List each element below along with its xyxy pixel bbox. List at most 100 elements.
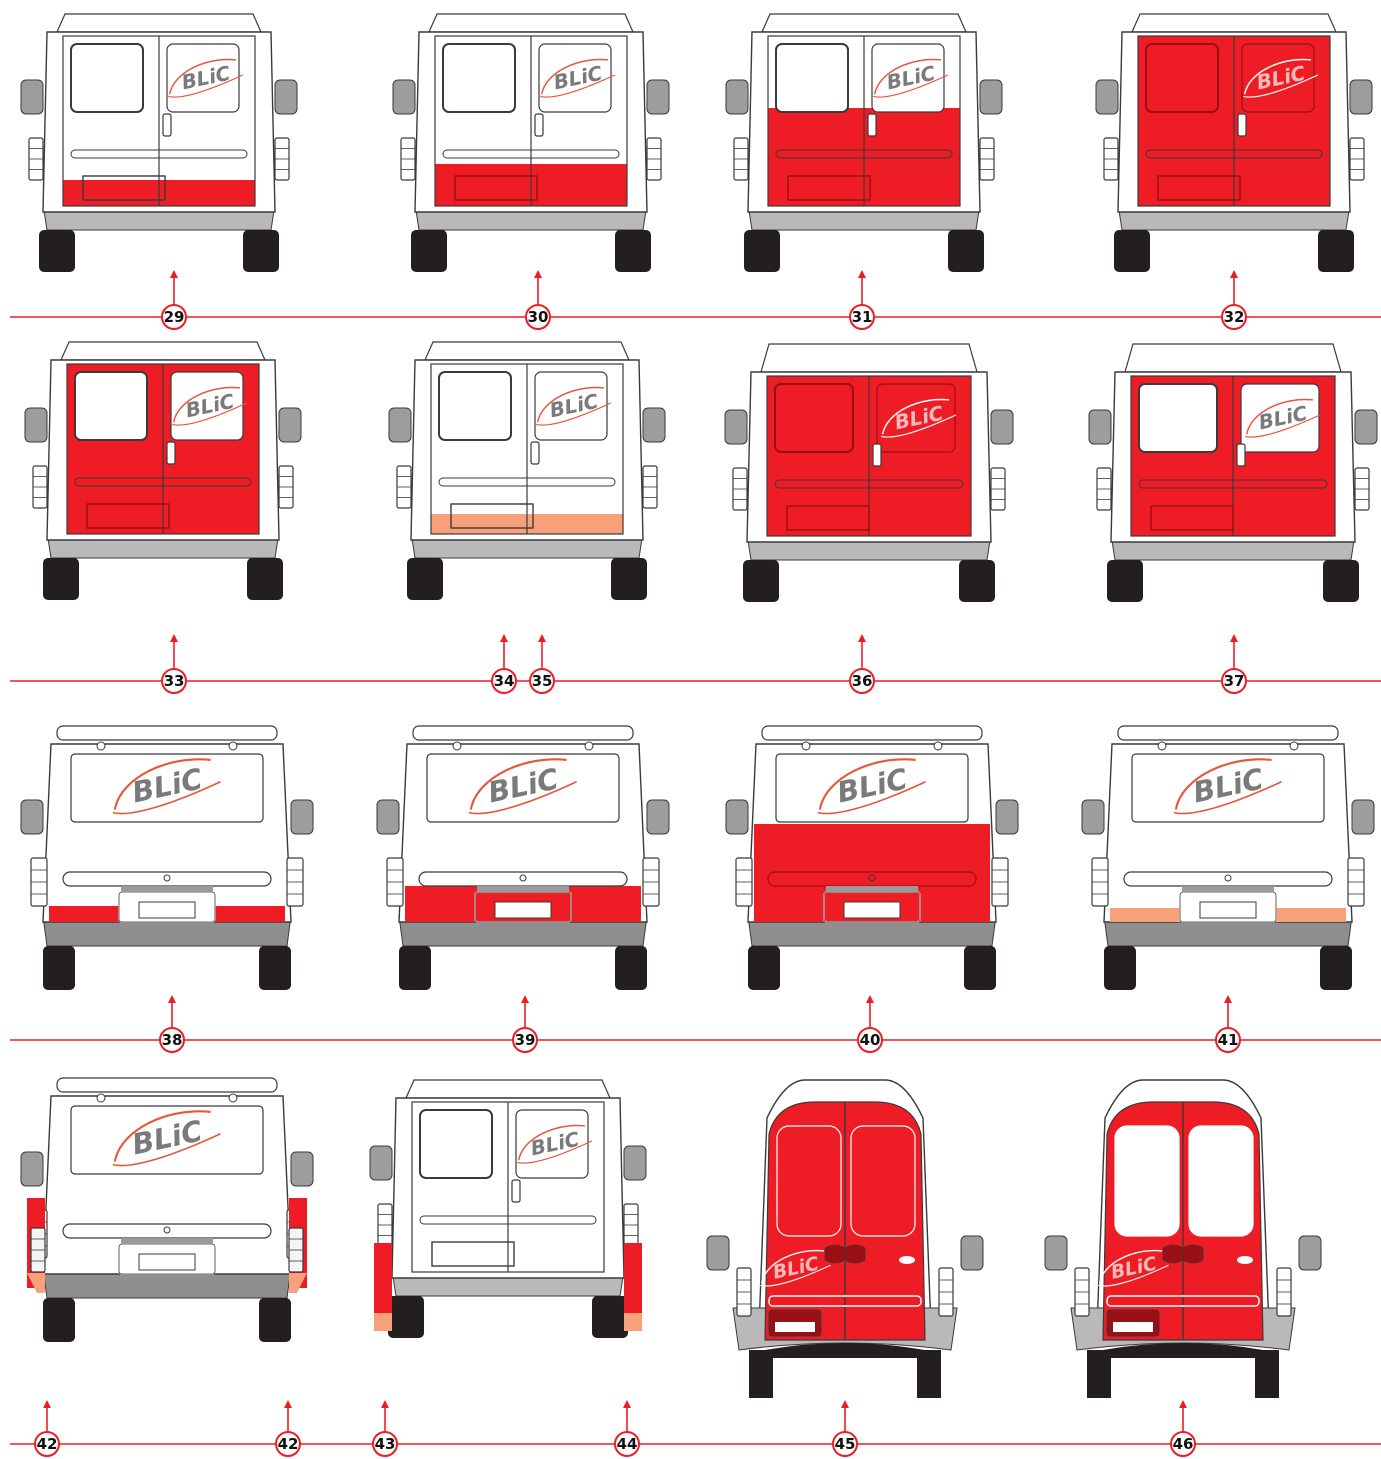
van-row-3: BLiCBLiCBLiCBLiC38394041 xyxy=(10,726,1381,1052)
keyhole-icon xyxy=(1237,1256,1253,1264)
mirror-right xyxy=(291,800,313,834)
callout-number: 44 xyxy=(617,1435,638,1453)
door-handle xyxy=(873,444,881,466)
callout-marker: 42 xyxy=(35,1400,59,1456)
callout-marker: 35 xyxy=(530,634,554,693)
mirror-right xyxy=(996,800,1018,834)
window-left xyxy=(420,1110,492,1178)
roof-light-left xyxy=(97,742,105,750)
van-row-1: BLiCBLiCBLiCBLiC29303132 xyxy=(10,14,1381,329)
van-liftgate-salmon-bottom: BLiC xyxy=(1082,726,1374,990)
arrow-head xyxy=(1230,634,1238,642)
callout-number: 43 xyxy=(375,1435,396,1453)
rear-wheel-right xyxy=(259,946,291,990)
mirror-left xyxy=(25,408,47,442)
arrow-head xyxy=(170,270,178,278)
callout-number: 35 xyxy=(532,672,553,690)
salmon-corner-left xyxy=(374,1313,392,1331)
mirror-right xyxy=(647,800,669,834)
mirror-left xyxy=(21,1152,43,1186)
van-barn-short-side-pillars: BLiC xyxy=(370,1080,646,1338)
callout-number: 45 xyxy=(835,1435,856,1453)
van-liftgate-side-pillars: BLiC xyxy=(21,1078,313,1342)
callout-marker: 33 xyxy=(162,634,186,693)
van-liftgate-bottom-strip: BLiC xyxy=(21,726,313,990)
callout-marker: 44 xyxy=(615,1400,639,1456)
rear-wheel-right xyxy=(964,946,996,990)
mirror-right xyxy=(1350,80,1372,114)
rear-wheel-left xyxy=(1104,946,1136,990)
van-tall-doors-windows-cut: BLiC xyxy=(1045,1080,1321,1398)
mirror-right xyxy=(1352,800,1374,834)
roof xyxy=(57,1078,277,1092)
callout-number: 31 xyxy=(852,308,873,326)
door-handle xyxy=(167,442,175,464)
callout-number: 39 xyxy=(515,1031,536,1049)
window-left xyxy=(1115,1126,1179,1236)
roof xyxy=(1125,344,1341,372)
callout-marker: 30 xyxy=(526,270,550,329)
callout-number: 30 xyxy=(528,308,549,326)
roof xyxy=(1118,726,1338,740)
mirror-left xyxy=(1096,80,1118,114)
rear-wheel-right xyxy=(615,230,651,272)
license-plate xyxy=(775,1322,815,1332)
window-left xyxy=(1139,384,1217,452)
van-barn-short-salmon-bottom: BLiC xyxy=(389,342,665,600)
arrow-head xyxy=(170,634,178,642)
callout-number: 36 xyxy=(852,672,873,690)
mirror-right xyxy=(647,80,669,114)
license-plate xyxy=(139,1254,195,1270)
callout-number: 29 xyxy=(164,308,185,326)
salmon-corner-right xyxy=(624,1313,642,1331)
arrow-head xyxy=(1224,995,1232,1003)
callout-marker: 37 xyxy=(1222,634,1246,693)
door-handle xyxy=(512,1180,520,1202)
license-plate xyxy=(1200,902,1256,918)
door-handle-right xyxy=(1183,1245,1203,1263)
rear-wheel-right xyxy=(959,560,995,602)
callout-number: 42 xyxy=(37,1435,58,1453)
mirror-left xyxy=(707,1236,729,1270)
roof xyxy=(1132,14,1336,32)
mirror-right xyxy=(275,80,297,114)
mirror-left xyxy=(21,80,43,114)
arrow-head xyxy=(168,995,176,1003)
license-plate xyxy=(495,902,551,918)
rear-wheel-left xyxy=(43,946,75,990)
mirror-left xyxy=(726,800,748,834)
roof xyxy=(761,344,977,372)
roof-light-left xyxy=(802,742,810,750)
callout-number: 37 xyxy=(1224,672,1245,690)
roof xyxy=(406,1080,610,1098)
door-handle-right xyxy=(845,1245,865,1263)
callout-marker: 41 xyxy=(1216,995,1240,1052)
callout-marker: 39 xyxy=(513,995,537,1052)
liftgate-handle-bar xyxy=(63,872,271,886)
rear-wheel-right xyxy=(1323,560,1359,602)
mirror-left xyxy=(726,80,748,114)
callout-marker: 32 xyxy=(1222,270,1246,329)
van-barn-short-lower-half: BLiC xyxy=(726,14,1002,272)
rear-wheel-left xyxy=(744,230,780,272)
plate-light-bar xyxy=(121,1238,213,1244)
window-right xyxy=(1189,1126,1253,1236)
callout-number: 38 xyxy=(162,1031,183,1049)
callout-marker: 36 xyxy=(850,634,874,693)
roof-light-left xyxy=(453,742,461,750)
window-left xyxy=(71,44,143,112)
mirror-right xyxy=(291,1152,313,1186)
license-plate xyxy=(1113,1322,1153,1332)
roof xyxy=(762,726,982,740)
roof xyxy=(57,14,261,32)
mirror-left xyxy=(377,800,399,834)
arrow-head xyxy=(866,995,874,1003)
callout-number: 33 xyxy=(164,672,185,690)
roof-light-right xyxy=(585,742,593,750)
roof-light-right xyxy=(1290,742,1298,750)
mirror-left xyxy=(1045,1236,1067,1270)
rear-wheel-left xyxy=(399,946,431,990)
rear-wheel-left xyxy=(407,558,443,600)
callout-number: 46 xyxy=(1173,1435,1194,1453)
